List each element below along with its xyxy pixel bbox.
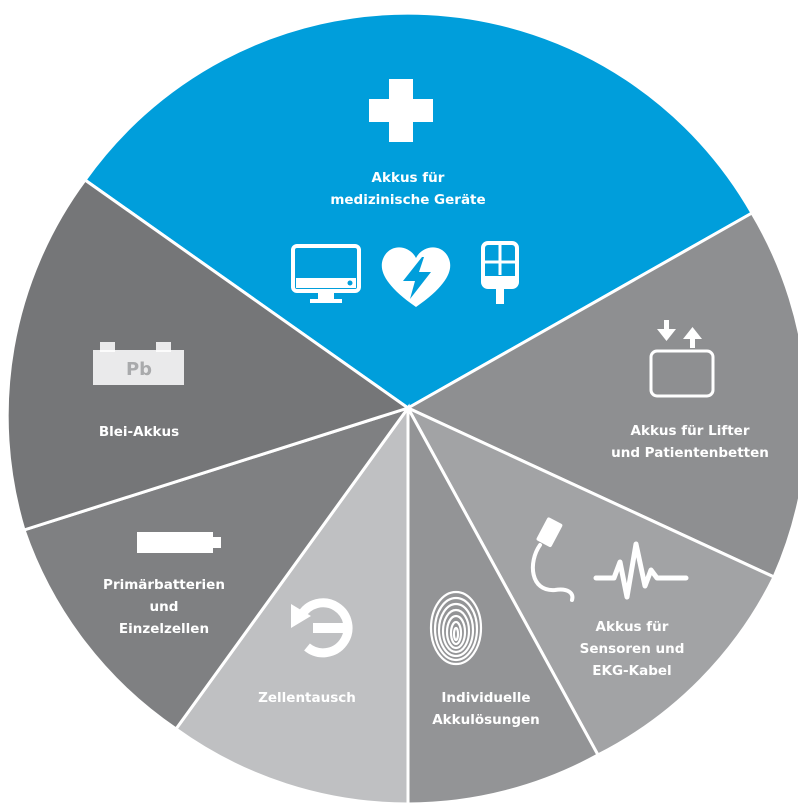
segment-lifter-patient-beds-shape bbox=[404, 210, 798, 580]
segment-primary-label-line-2: und bbox=[150, 599, 179, 615]
cell-exchange-icon bbox=[291, 598, 353, 658]
segment-medical-devices-label-line-1: Akkus für bbox=[372, 170, 445, 186]
segment-custom-battery-solutions[interactable]: Individuelle Akkulösungen bbox=[406, 407, 601, 806]
segment-lead-batteries-shape bbox=[5, 177, 412, 532]
segment-medical-devices-shape bbox=[82, 11, 755, 410]
segment-sensors-label-line-2: Sensoren und bbox=[580, 641, 685, 657]
segment-lifter-label-line-2: und Patientenbetten bbox=[611, 445, 769, 461]
segment-medical-devices[interactable]: Akkus für medizinische Geräte bbox=[82, 11, 755, 410]
segment-sensors-label-line-1: Akkus für bbox=[596, 619, 669, 635]
monitor-icon bbox=[291, 244, 361, 303]
segment-lead-batteries[interactable]: Pb Blei-Akkus bbox=[5, 177, 412, 532]
segment-lifter-label-line-1: Akkus für Lifter bbox=[631, 423, 750, 439]
segment-cell-exchange[interactable]: Zellentausch bbox=[173, 403, 410, 806]
segment-sensors-ekg[interactable]: Akkus für Sensoren und EKG-Kabel bbox=[404, 404, 777, 757]
lead-battery-icon: Pb bbox=[93, 342, 184, 385]
segment-custom-battery-solutions-shape bbox=[406, 407, 601, 806]
segment-medical-devices-label-line-2: medizinische Geräte bbox=[330, 192, 485, 208]
segment-custom-label-line-1: Individuelle bbox=[441, 690, 530, 706]
infusion-pump-icon bbox=[481, 241, 519, 304]
segment-sensors-label-line-3: EKG-Kabel bbox=[592, 663, 671, 679]
fingerprint-icon bbox=[429, 590, 483, 666]
ekg-wave-icon bbox=[593, 541, 689, 600]
segment-custom-label-line-2: Akkulösungen bbox=[432, 712, 540, 728]
segment-primary-batteries-shape bbox=[22, 405, 412, 732]
segment-sensors-ekg-shape bbox=[404, 404, 777, 757]
lead-battery-symbol: Pb bbox=[126, 359, 152, 380]
medical-cross-icon bbox=[369, 79, 433, 142]
segment-primary-batteries[interactable]: Primärbatterien und Einzelzellen bbox=[22, 405, 412, 732]
sensor-cable-icon bbox=[531, 517, 575, 602]
segment-cell-exchange-label: Zellentausch bbox=[258, 690, 356, 706]
segment-lifter-patient-beds[interactable]: Akkus für Lifter und Patientenbetten bbox=[404, 210, 798, 580]
lift-arrows-icon bbox=[649, 320, 715, 398]
segment-primary-label-line-1: Primärbatterien bbox=[103, 577, 225, 593]
defibrillator-heart-icon bbox=[381, 247, 451, 307]
battery-icon bbox=[137, 532, 221, 553]
segment-lead-batteries-label: Blei-Akkus bbox=[99, 424, 179, 440]
segment-primary-label-line-3: Einzelzellen bbox=[119, 621, 209, 637]
